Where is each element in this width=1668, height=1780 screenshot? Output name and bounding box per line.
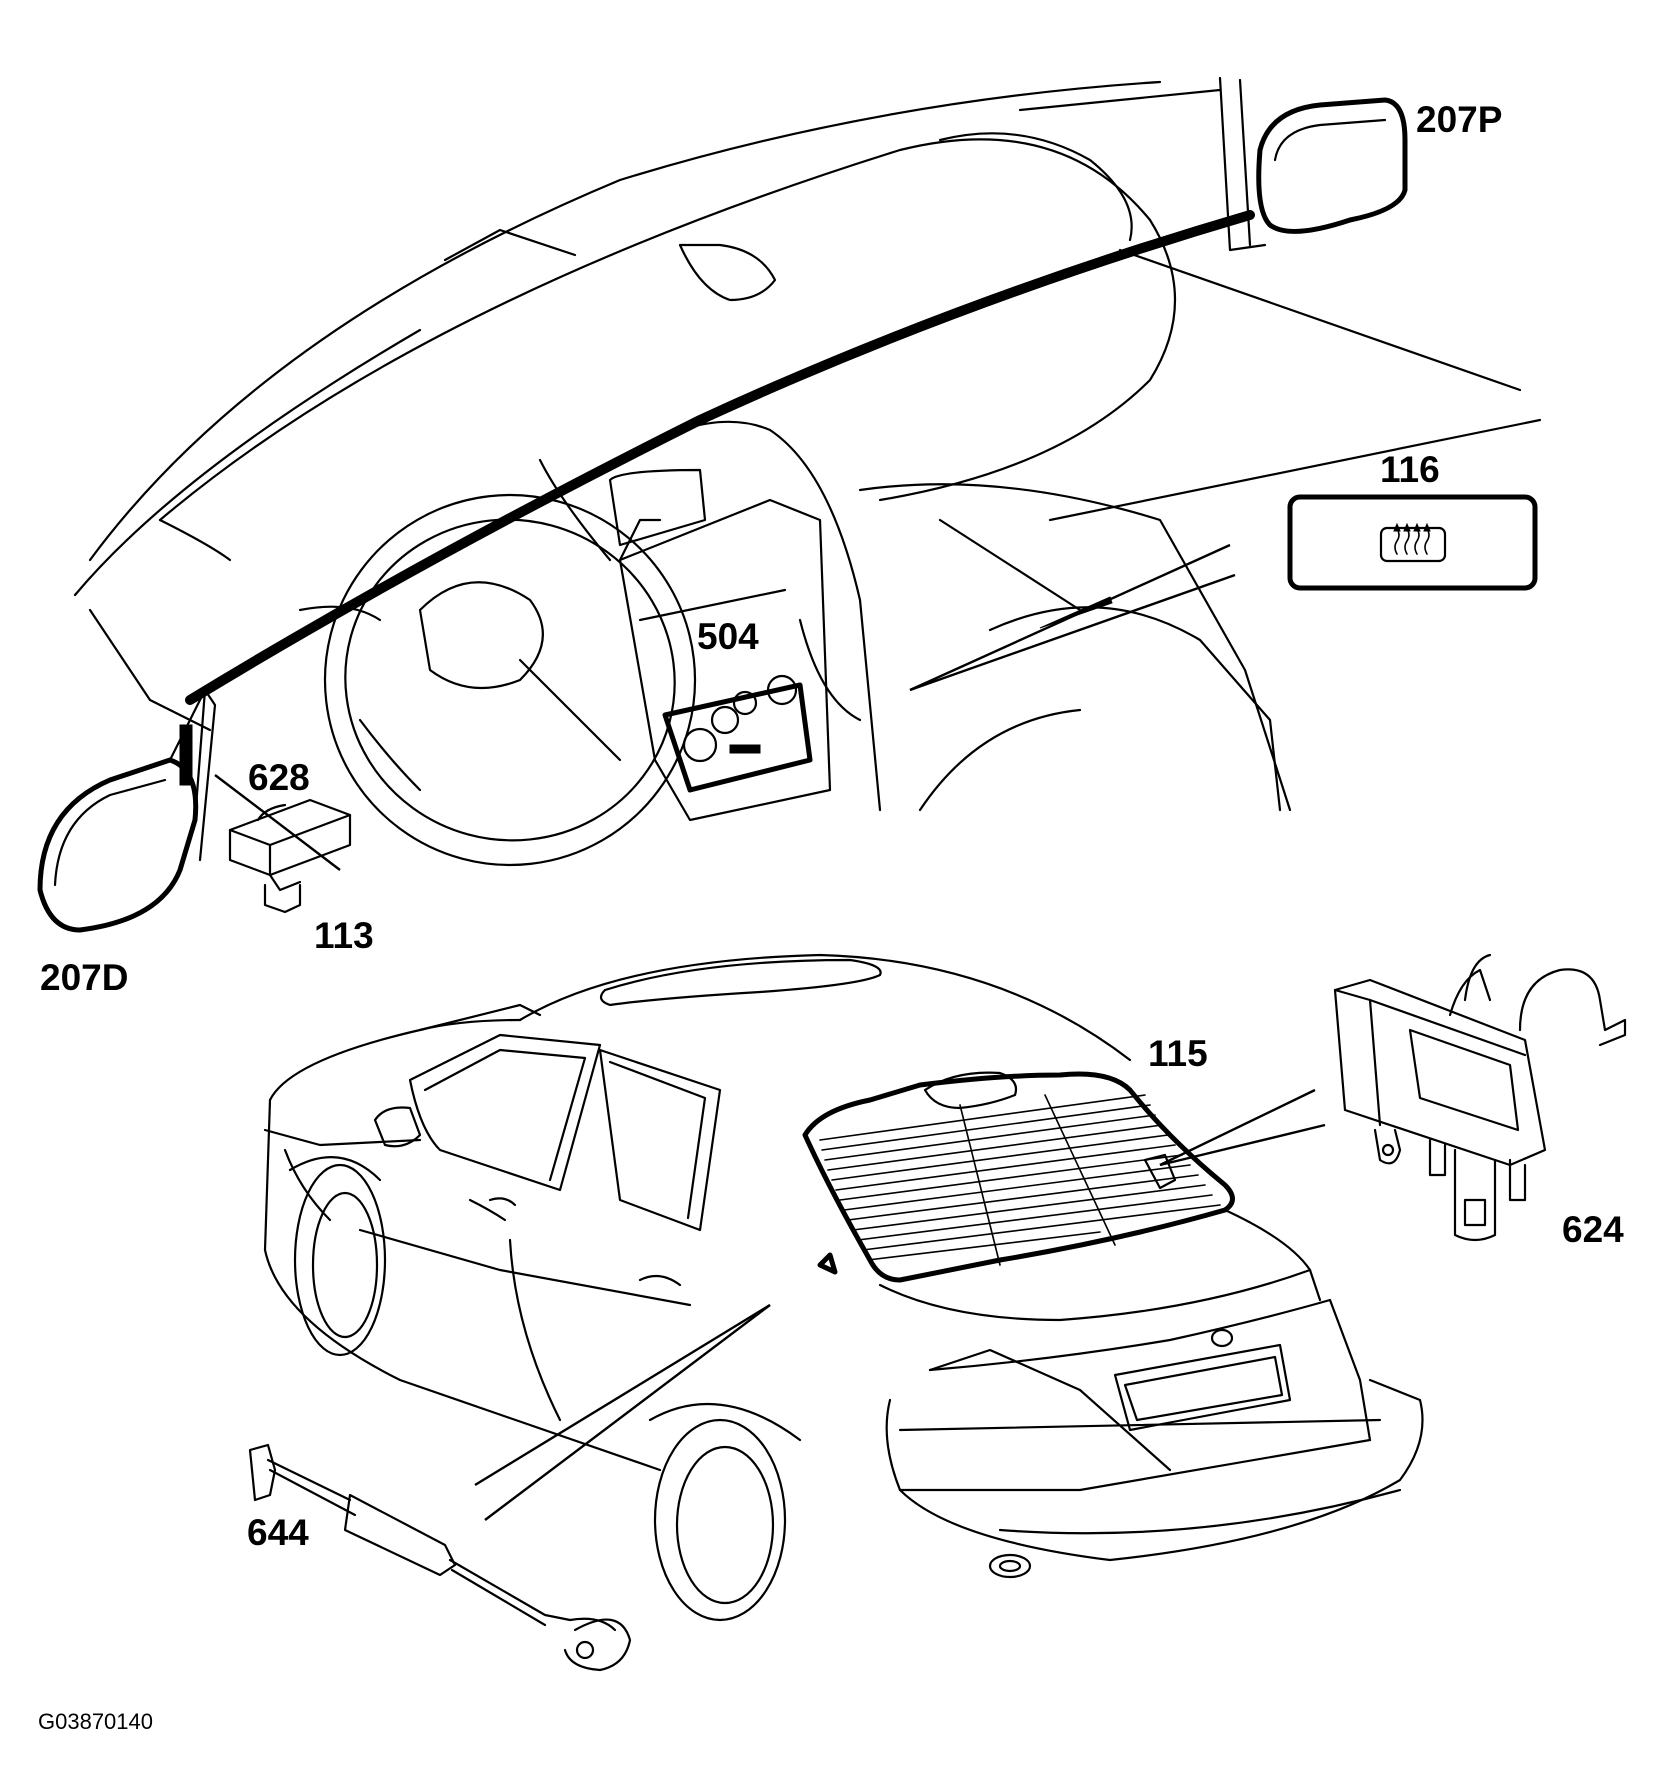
dashboard-illustration — [37, 76, 1542, 933]
callout-115: 115 — [1148, 1033, 1208, 1074]
component-628 — [228, 798, 352, 914]
rear-window-defrost-icon — [1379, 522, 1447, 563]
callout-644: 644 — [247, 1512, 309, 1553]
component-116-defrost-switch — [1287, 494, 1538, 591]
callout-207d: 207D — [40, 957, 128, 998]
component-624-module — [1333, 953, 1627, 1242]
callout-628: 628 — [248, 757, 310, 798]
car-illustration — [263, 953, 1424, 1622]
callout-113: 113 — [314, 915, 374, 956]
callout-207p: 207P — [1416, 99, 1502, 140]
component-644-cable — [248, 1443, 632, 1672]
callout-116: 116 — [1380, 449, 1440, 490]
figure-id: G03870140 — [38, 1709, 153, 1734]
callout-504: 504 — [697, 616, 759, 657]
callout-624: 624 — [1562, 1209, 1624, 1250]
